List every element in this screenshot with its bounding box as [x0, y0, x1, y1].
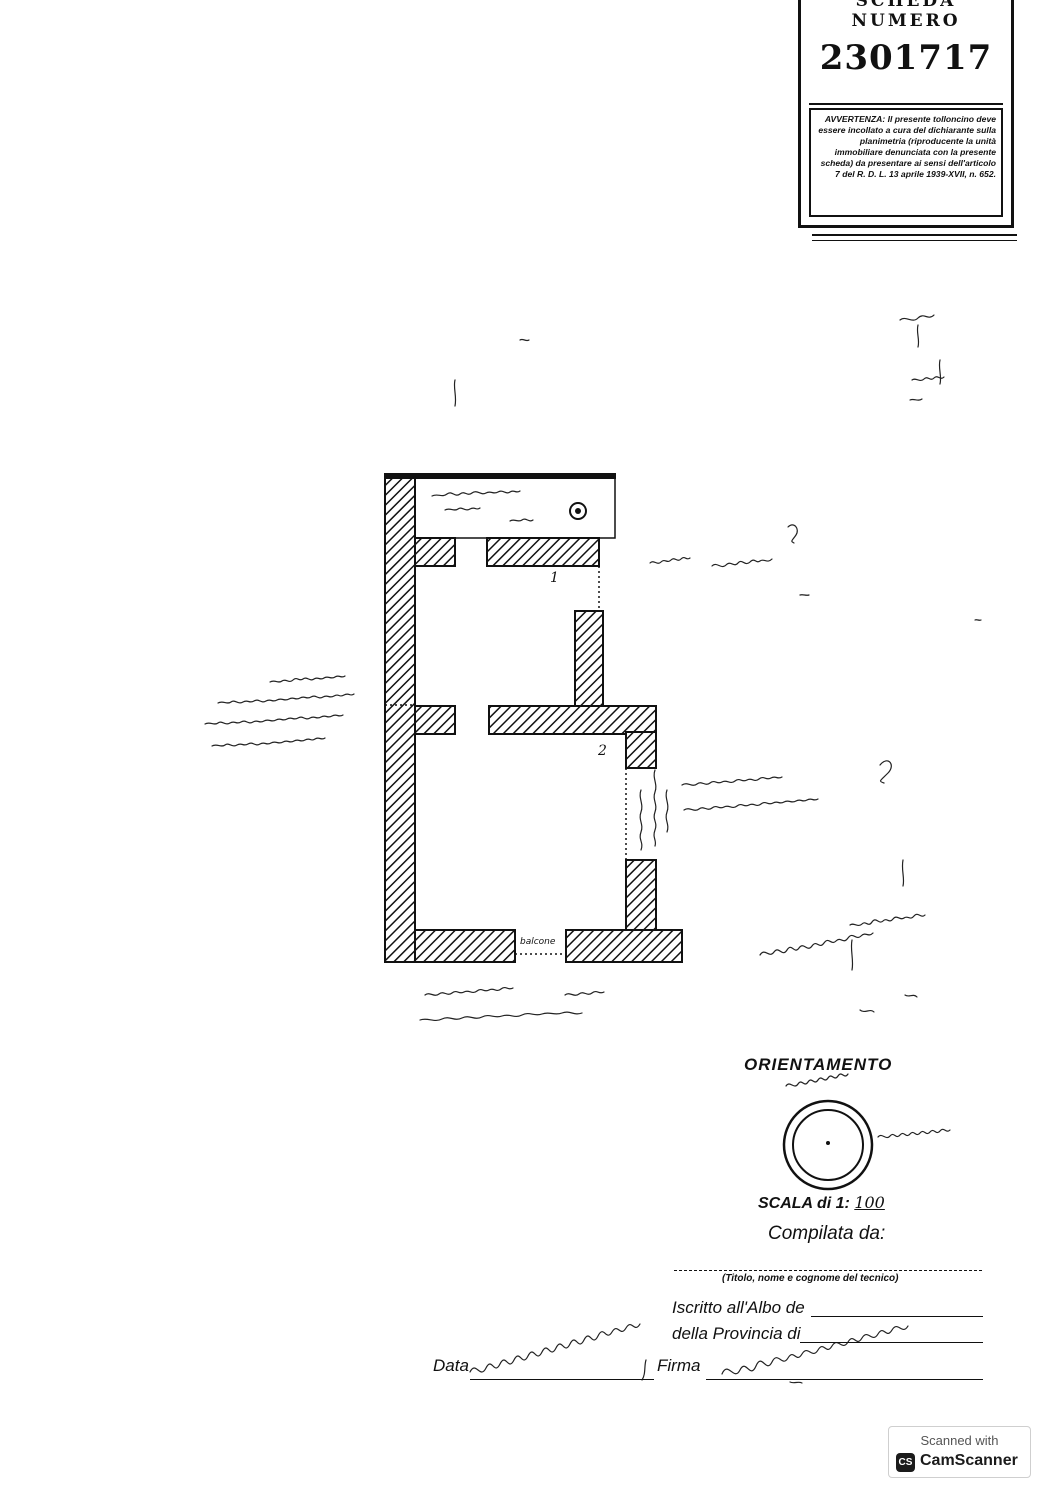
plan-room-2-label: 2 — [597, 743, 607, 759]
plan-wall-2a — [414, 705, 456, 735]
albo-label: Iscritto all'Albo de — [672, 1298, 805, 1317]
technician-line — [674, 1270, 982, 1271]
watermark-brand-name: CamScanner — [920, 1452, 1018, 1469]
plan-balcony-label: balcone — [520, 937, 556, 947]
scheda-header: SCHEDA NUMERO — [851, 0, 961, 31]
signature-line — [706, 1379, 983, 1380]
signature-label: Firma — [657, 1356, 701, 1375]
provincia-line — [800, 1342, 983, 1343]
camscanner-watermark: Scanned with CS CamScanner — [888, 1426, 1031, 1478]
floor-plan: 1 2 balcone — [384, 473, 683, 963]
scheda-rule-1 — [812, 234, 1017, 236]
scale-label: SCALA di 1: 100 — [758, 1193, 885, 1213]
technician-caption: (Titolo, nome e cognome del tecnico) — [722, 1273, 899, 1284]
plan-room-1-label: 1 — [550, 570, 559, 586]
scheda-tag: SCHEDA NUMERO 2301717 AVVERTENZA: Il pre… — [798, 0, 1014, 228]
provincia-label: della Provincia di — [672, 1324, 801, 1343]
date-label: Data — [433, 1356, 469, 1375]
watermark-top-text: Scanned with — [920, 1433, 999, 1448]
plan-wall-right-upper — [625, 731, 657, 769]
plan-symbol-circle — [569, 502, 587, 520]
plan-top-area — [414, 477, 616, 539]
camscanner-logo-icon: CS — [896, 1453, 915, 1472]
scheda-rule-2 — [812, 240, 1017, 241]
orientation-compass — [782, 1099, 874, 1191]
date-line — [470, 1379, 654, 1380]
scheda-warning: AVVERTENZA: Il presente tolloncino deve … — [809, 108, 1003, 217]
orientation-title: ORIENTAMENTO — [744, 1055, 893, 1074]
scale-value: 100 — [854, 1193, 885, 1212]
albo-line — [811, 1316, 983, 1317]
plan-wall-bottom-right — [565, 929, 683, 963]
scale-prefix: SCALA di 1: — [758, 1195, 850, 1212]
plan-wall-2b — [488, 705, 657, 735]
compiled-by-label: Compilata da: — [768, 1223, 886, 1244]
scheda-divider — [809, 103, 1003, 105]
scheda-number: 2301717 — [819, 38, 993, 78]
plan-wall-bottom-left — [414, 929, 516, 963]
plan-wall-vertical — [574, 610, 604, 707]
